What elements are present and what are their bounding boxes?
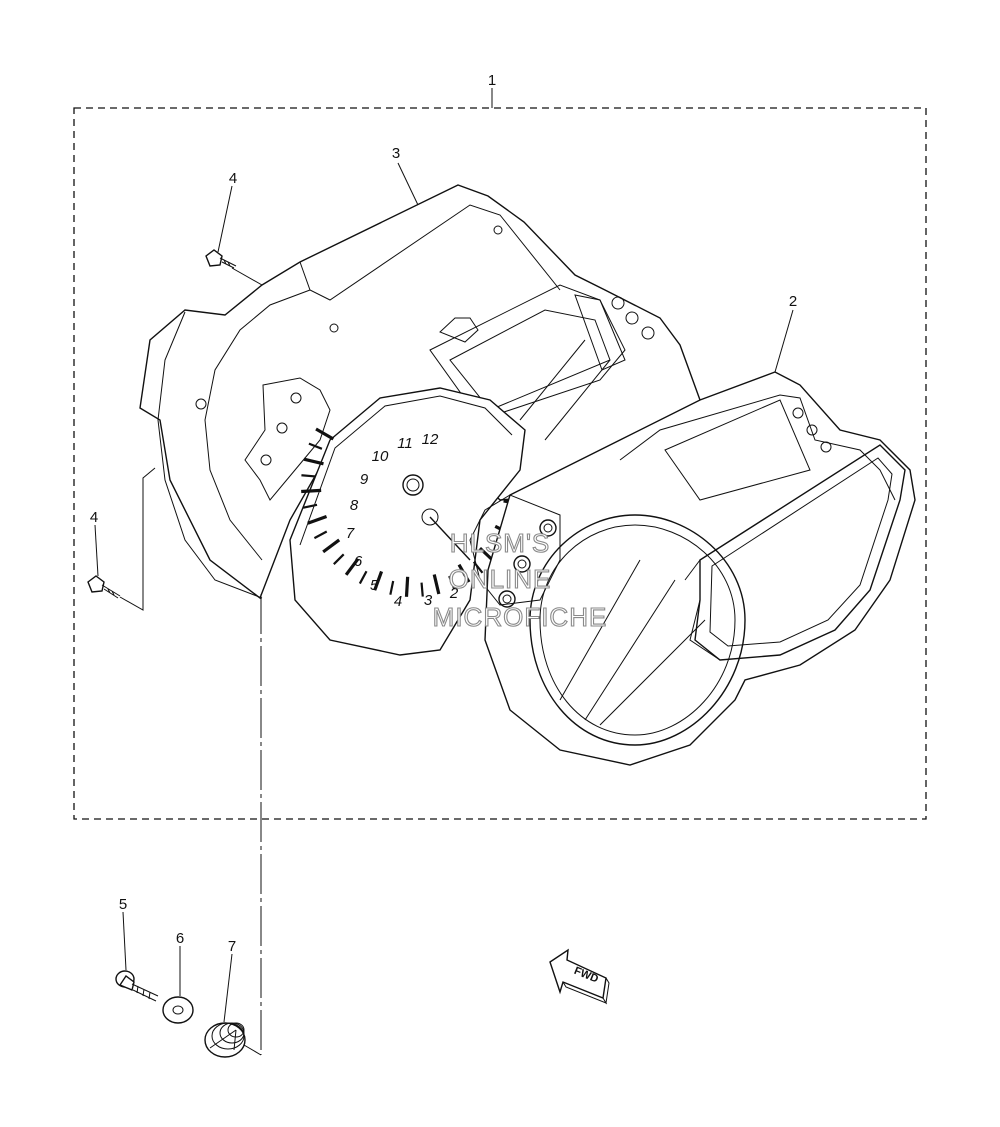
callout-5: 5 bbox=[119, 896, 127, 913]
tach-tick bbox=[333, 553, 345, 565]
part-6-washer bbox=[162, 996, 194, 1024]
part-7-grommet bbox=[204, 1022, 246, 1058]
callout-1: 1 bbox=[488, 72, 496, 89]
tachometer-dial: 12 11 10 9 8 7 6 5 4 3 2 bbox=[289, 387, 526, 656]
tach-tick bbox=[358, 570, 368, 585]
callout-2: 2 bbox=[789, 293, 797, 310]
part-5-screw bbox=[115, 970, 159, 1002]
tach-tick bbox=[313, 530, 328, 540]
tach-tick bbox=[303, 503, 318, 509]
tach-tick bbox=[301, 474, 316, 478]
callout-3: 3 bbox=[392, 145, 400, 162]
tach-number-10: 10 bbox=[372, 448, 389, 465]
fwd-arrow-icon: FWD bbox=[549, 948, 610, 1005]
watermark-line-1: HLSM'S bbox=[450, 528, 551, 558]
tach-number-11: 11 bbox=[397, 435, 413, 452]
callout-6: 6 bbox=[176, 930, 184, 947]
leader-lines bbox=[94, 88, 794, 1056]
tach-tick bbox=[303, 457, 324, 466]
tach-number-9: 9 bbox=[360, 471, 369, 488]
tach-number-5: 5 bbox=[370, 577, 379, 594]
callout-4-upper: 4 bbox=[229, 170, 237, 187]
tach-tick bbox=[389, 580, 395, 595]
watermark-line-2: ONLINE bbox=[449, 564, 552, 594]
tach-tick bbox=[301, 488, 322, 494]
assembly-boundary bbox=[73, 107, 927, 820]
part-4-screw-lower bbox=[87, 575, 121, 599]
tach-tick bbox=[420, 582, 424, 597]
tach-tick bbox=[307, 514, 328, 525]
watermark: HLSM'S ONLINE MICROFICHE bbox=[432, 527, 608, 632]
part-2-meter-cover bbox=[469, 371, 916, 766]
tach-tick bbox=[315, 427, 335, 441]
tach-tick bbox=[308, 442, 323, 450]
tach-number-6: 6 bbox=[354, 553, 363, 570]
tach-tick bbox=[344, 557, 360, 576]
tach-tick bbox=[404, 576, 410, 597]
tach-tick bbox=[457, 563, 471, 583]
tach-number-7: 7 bbox=[346, 525, 355, 542]
tach-number-12: 12 bbox=[422, 431, 439, 448]
tach-number-3: 3 bbox=[424, 592, 433, 609]
tach-tick bbox=[373, 570, 384, 591]
tach-tick bbox=[322, 538, 341, 554]
callout-4-lower: 4 bbox=[90, 509, 98, 526]
part-4-screw-upper bbox=[205, 249, 237, 269]
tach-number-4: 4 bbox=[394, 593, 402, 610]
watermark-line-3: MICROFICHE bbox=[433, 602, 608, 632]
tach-tick bbox=[472, 561, 484, 574]
tach-number-8: 8 bbox=[350, 497, 359, 514]
tach-tick bbox=[448, 575, 456, 590]
tach-tick bbox=[432, 574, 441, 595]
callout-7: 7 bbox=[228, 938, 236, 955]
tach-number-2: 2 bbox=[449, 585, 459, 602]
